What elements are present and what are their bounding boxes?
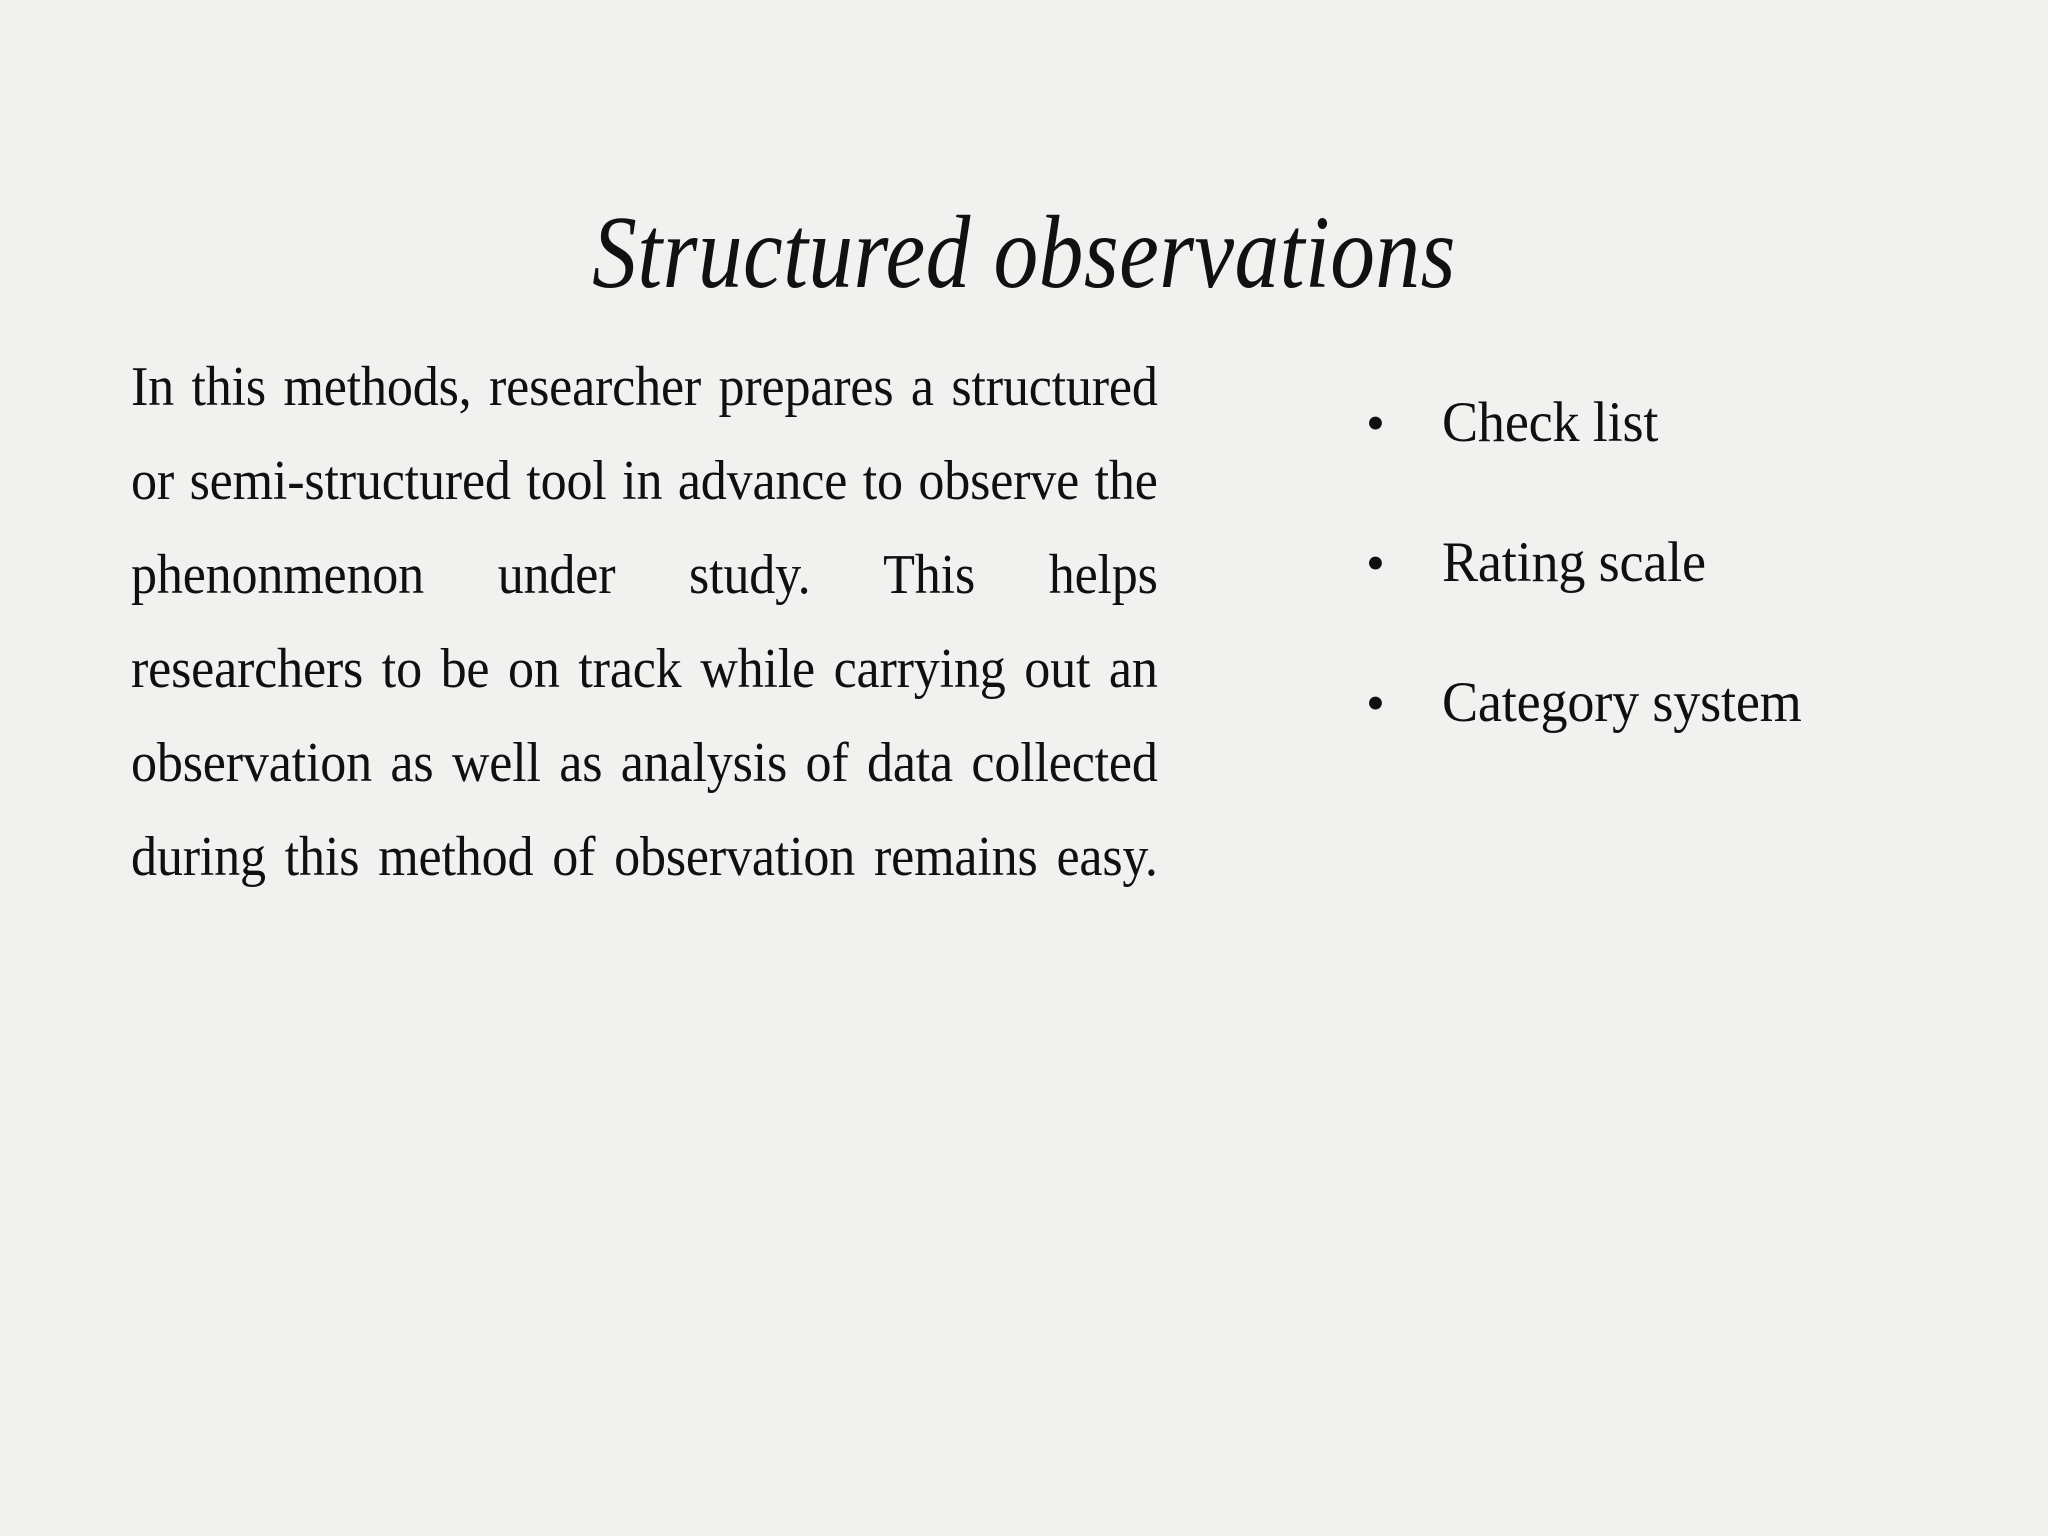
bullet-list: • Check list • Rating scale • Category s…: [1366, 392, 1986, 734]
list-item: • Check list: [1366, 392, 1986, 454]
body-paragraph: In this methods, researcher prepares a s…: [131, 356, 1158, 888]
page-title: Structured observations: [592, 194, 1456, 310]
list-item: • Rating scale: [1366, 532, 1986, 594]
bullet-dot-icon: •: [1366, 533, 1385, 593]
body-text-column: In this methods, researcher prepares a s…: [131, 340, 1158, 998]
bullet-item-label-rating-scale: Rating scale: [1442, 531, 1706, 594]
bullet-item-label-category-system: Category system: [1442, 671, 1802, 734]
list-item: • Category system: [1366, 672, 1986, 734]
bullet-dot-icon: •: [1366, 673, 1385, 733]
bullet-dot-icon: •: [1366, 393, 1385, 453]
bullet-item-label-check-list: Check list: [1442, 391, 1659, 454]
